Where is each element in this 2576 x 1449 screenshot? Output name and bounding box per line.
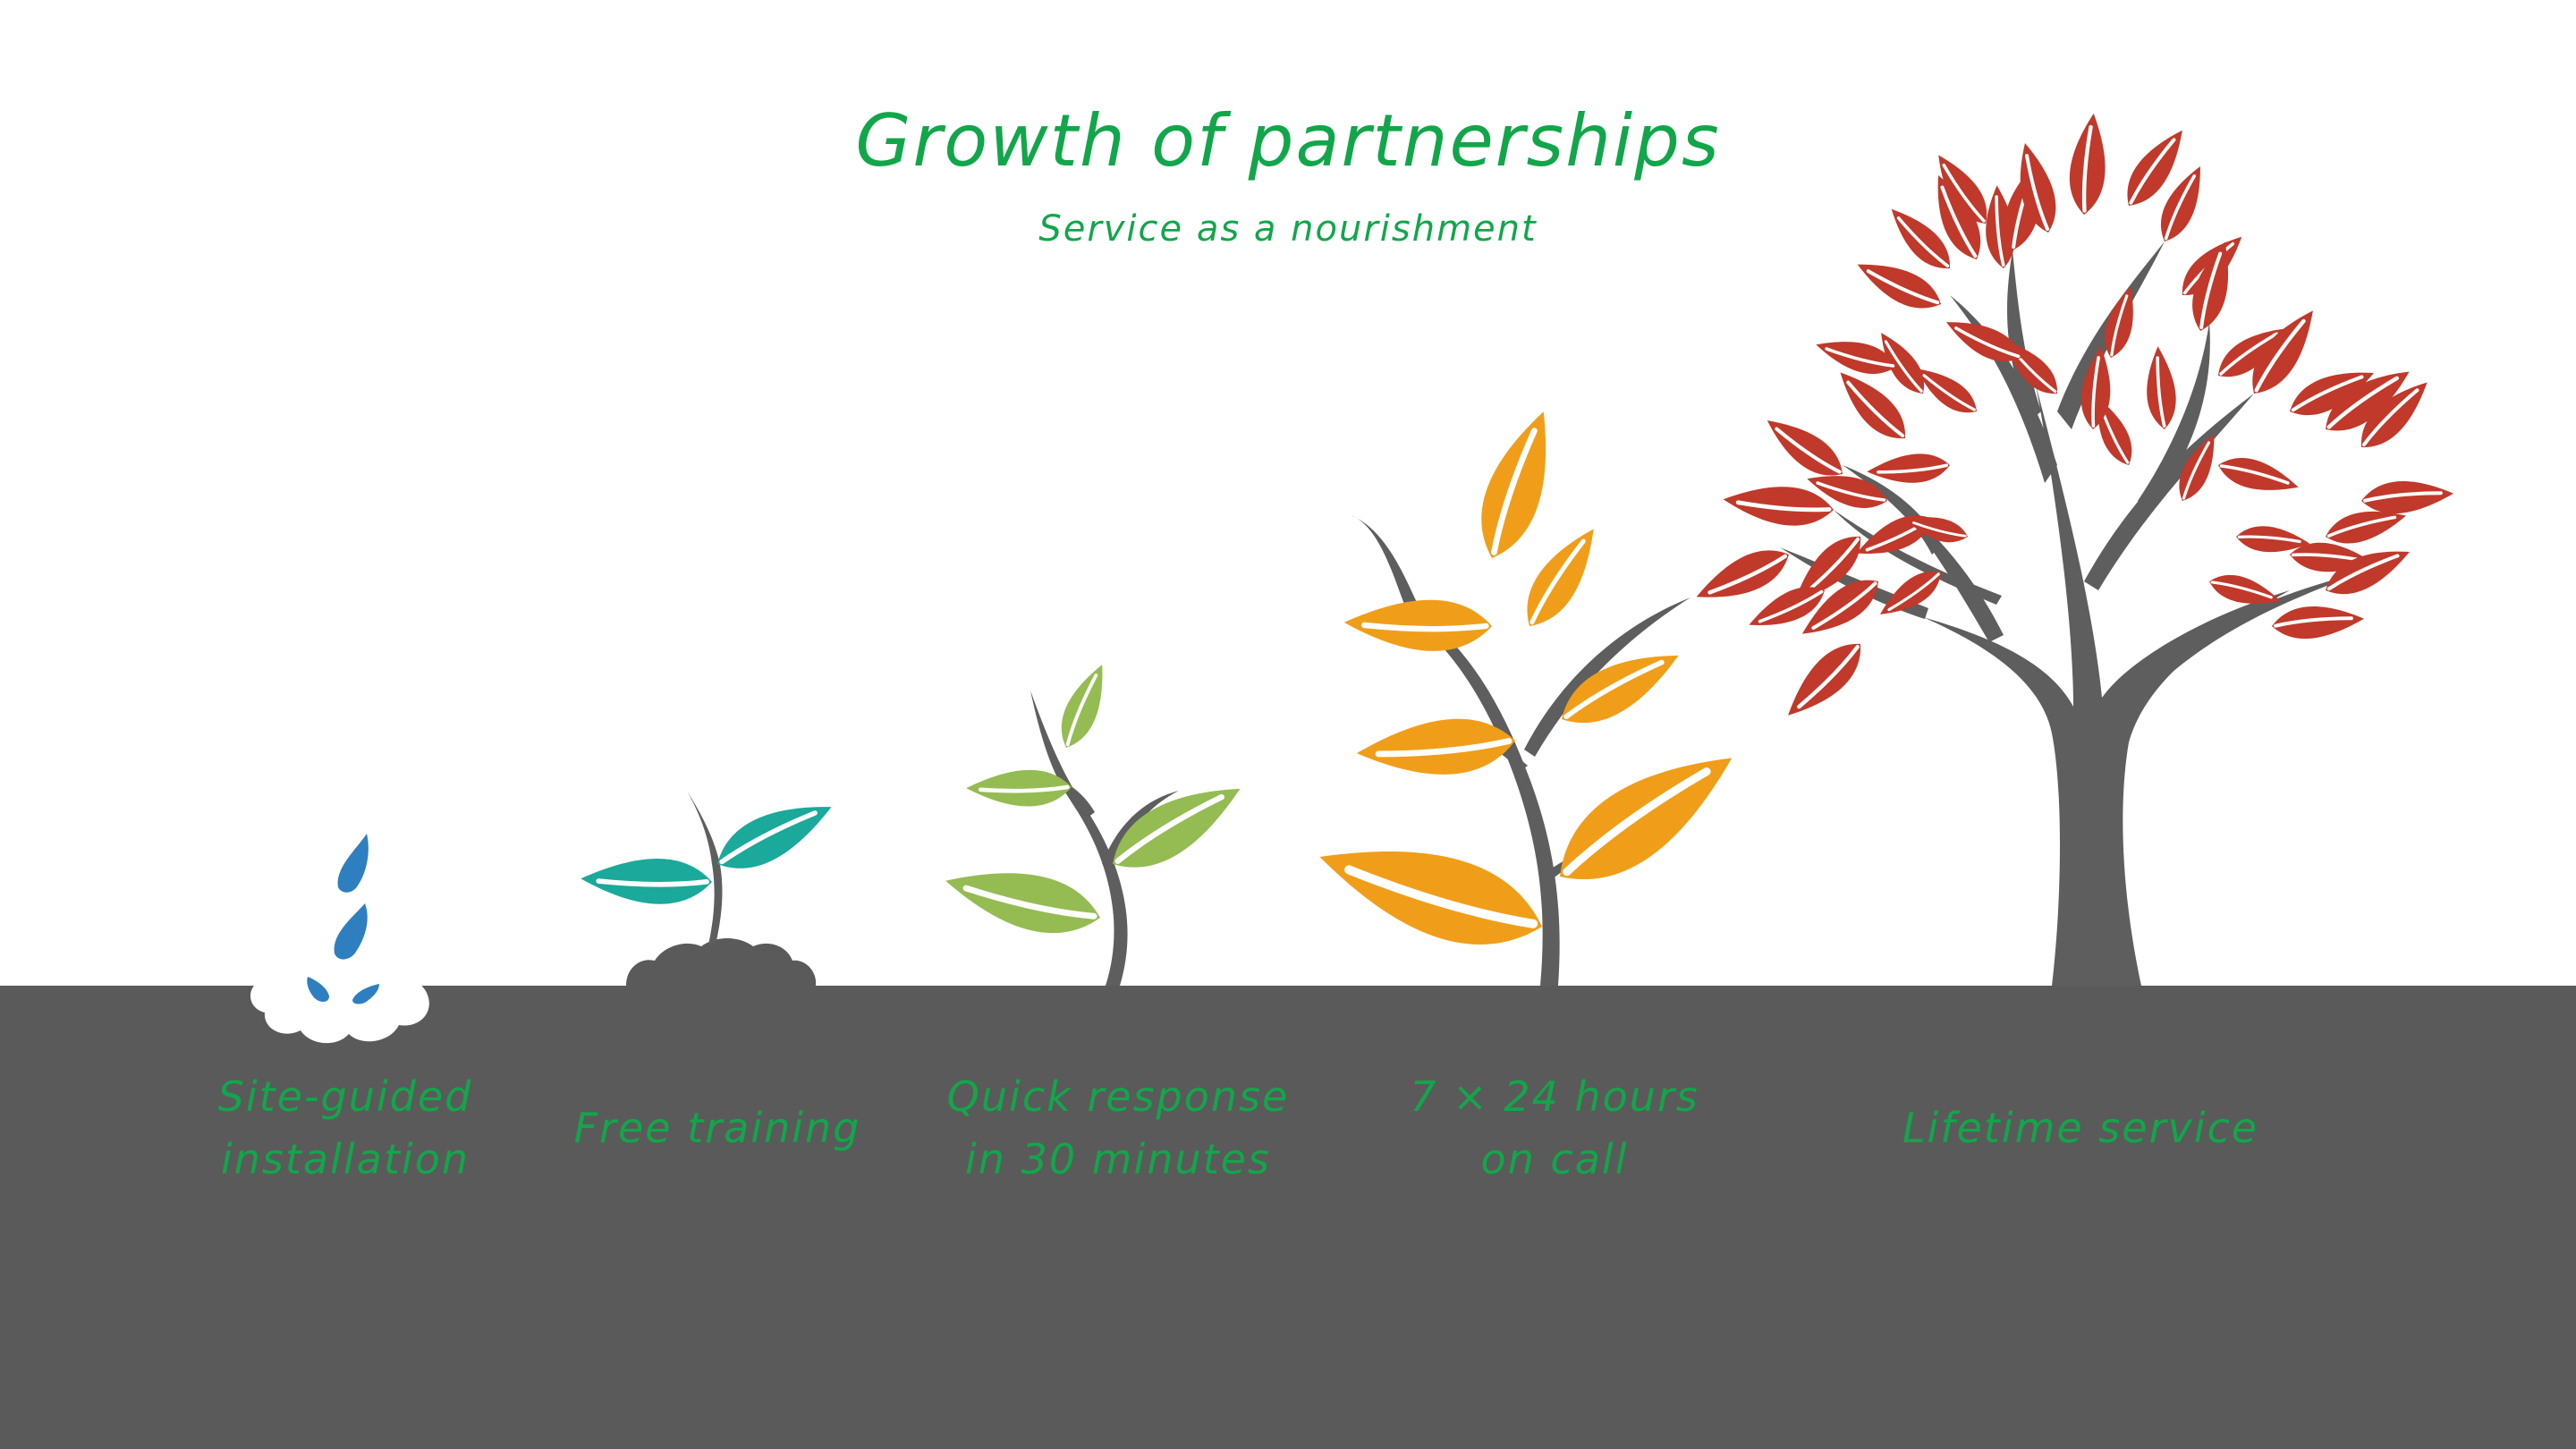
tree-branch-10 [1843,465,1941,555]
tree-trunk [1923,385,2290,986]
seedling-leaf-large-left [941,834,1106,961]
soil-hole [250,957,429,1044]
plant-leaf-upper-right [1505,524,1620,633]
water-drop-right [352,984,379,1004]
tree-leaf [2326,511,2406,544]
ground-band [0,986,2576,1449]
stage-label-response-line1: Quick response [946,1072,1290,1121]
stage-label-response: Quick response in 30 minutes [912,1065,1324,1191]
young-plant-icon [1313,407,1756,987]
plant-leaf-large-left [1313,791,1553,987]
plant-leaf-upper-left [1342,574,1496,670]
seedling-leaf-top [1044,661,1126,753]
stage-label-on-call-line2: on call [1480,1135,1629,1183]
diagram-title: Growth of partnerships [855,99,1721,182]
stage-label-installation-line1: Site-guided [217,1072,473,1121]
tree-leaf [2270,598,2365,649]
stage-label-on-call: 7 × 24 hours on call [1349,1065,1760,1191]
stage-label-installation: Site-guided installation [140,1065,551,1191]
water-drop-top [337,834,369,893]
soil-mound [626,938,817,986]
stage-label-training: Free training [512,1097,923,1159]
plant-leaf-top [1453,407,1587,565]
tree-branch-7 [1834,510,2002,605]
stage-label-on-call-line1: 7 × 24 hours [1410,1072,1699,1121]
tree-branch-8 [2007,250,2041,420]
stage-label-response-line2: in 30 minutes [965,1135,1271,1183]
stage-label-lifetime-line1: Lifetime service [1902,1104,2259,1152]
plant-branch-right-upper [1524,597,1690,757]
tree-branch-5 [2084,394,2254,590]
sprout-stem [687,791,723,945]
stage-label-training-line1: Free training [573,1104,861,1152]
water-drop-middle [334,903,368,960]
seedling-stem [1030,691,1128,986]
plant-leaf-large-right [1538,748,1756,893]
seedling-icon [941,661,1254,986]
tree-leaf [1721,464,1837,542]
tree-icon [1690,111,2454,986]
stage-label-lifetime: Lifetime service [1875,1097,2286,1159]
plant-branch-left [1442,726,1528,771]
tree-branch-3 [1950,295,2057,483]
seedling-branch-left [1038,775,1095,818]
tree-leaf [2055,111,2126,218]
water-drop-left [307,977,329,1002]
plant-stem [1351,515,1560,986]
tree-leaf [1814,320,1900,389]
stage-label-installation-line2: installation [221,1135,470,1183]
tree-branch-9 [2138,322,2210,512]
tree-leaf [2140,345,2186,431]
tree-leaf [2215,443,2301,512]
sprout-leaf-right [709,801,841,875]
sprout-leaf-left [579,836,716,920]
diagram-subtitle: Service as a nourishment [1038,208,1538,250]
tree-leaf [1690,546,1794,602]
seed-drops-icon [250,834,429,1044]
sprout-icon [579,791,841,986]
tree-leaf [1771,637,1877,720]
